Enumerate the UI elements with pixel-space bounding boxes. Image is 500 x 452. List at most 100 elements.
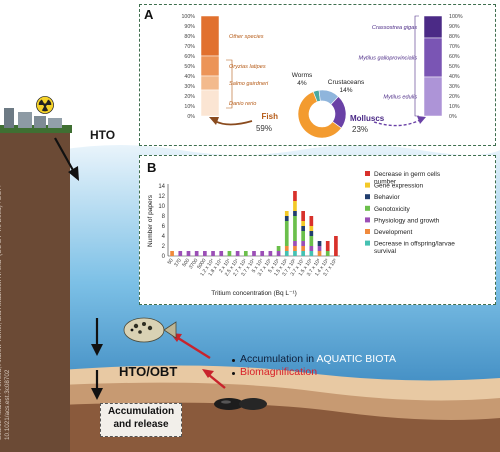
mollusc-bar-tick-label: 90% <box>449 24 460 30</box>
bar-segment <box>260 251 265 256</box>
bar-segment <box>284 221 289 246</box>
panel-a-letter: A <box>144 7 154 22</box>
mollusc-bar-tick-label: 0% <box>449 114 457 120</box>
fish-bar-tick-label: 50% <box>184 64 195 70</box>
bar-segment <box>301 246 305 251</box>
y-axis-title: Number of papers <box>147 194 154 247</box>
bar-segment <box>301 231 305 241</box>
fish-bar-segment-label: Other species <box>229 34 264 40</box>
panel-b-letter: B <box>147 160 157 175</box>
fish-bar-tick-label: 10% <box>184 104 195 110</box>
fish-bar-tick-label: 0% <box>187 114 195 120</box>
mollusc-bar-segment-label: Mytilus edulis <box>383 95 417 101</box>
bar-segment <box>170 251 174 256</box>
bar-segment <box>325 251 330 256</box>
donut-label-fish: Fish <box>262 112 279 121</box>
fish-bracket <box>226 59 233 109</box>
bar-segment <box>268 251 273 256</box>
donut-label-crustaceans: Crustaceans <box>328 79 365 86</box>
legend-swatch <box>365 217 370 223</box>
fish-bar-tick-label: 20% <box>184 94 195 100</box>
grass-strip <box>0 125 72 133</box>
bar-segment <box>293 211 297 216</box>
donut-label-worms: Worms <box>292 72 313 79</box>
fish-bar-segment-label: Danio rerio <box>229 101 256 107</box>
y-tick-label: 0 <box>162 254 166 260</box>
x-tick-label: 370 <box>173 258 183 268</box>
bar-segment <box>317 241 322 246</box>
mollusc-bar-segment <box>423 76 443 117</box>
pufferfish-icon <box>123 317 177 343</box>
bar-segment <box>178 251 183 256</box>
x-tick-label: 50 <box>167 258 175 266</box>
cooling-tower <box>4 108 14 128</box>
mollusc-bar-tick-label: 20% <box>449 94 460 100</box>
hto-label: HTO <box>90 128 116 142</box>
bar-segment <box>293 216 297 241</box>
accumulation-release-line-2: and release <box>113 419 169 430</box>
mollusc-bar-segment-label: Mytilus galloprovincialis <box>359 56 418 62</box>
bar-segment <box>309 246 314 251</box>
mollusc-bar-tick-label: 10% <box>449 104 460 110</box>
bar-segment <box>293 191 297 201</box>
donut-label-molluscs: Molluscs <box>350 114 385 123</box>
bar-segment <box>317 251 322 256</box>
bar-segment <box>309 231 314 236</box>
y-tick-label: 6 <box>162 224 166 230</box>
bullet-dot-biota <box>232 359 235 362</box>
mollusc-bar-tick-label: 40% <box>449 74 460 80</box>
fish-bar-tick-label: 40% <box>184 74 195 80</box>
mollusc-bar-tick-label: 80% <box>449 34 460 40</box>
bar-segment <box>203 251 207 256</box>
fish-arrow-head <box>209 117 219 125</box>
y-tick-label: 8 <box>162 214 166 220</box>
bar-segment <box>284 211 289 216</box>
bar-segment <box>301 251 305 256</box>
bar-segment <box>301 221 305 226</box>
mollusc-bar-tick-label: 100% <box>449 14 463 20</box>
legend-swatch <box>365 182 370 188</box>
legend-label: Development <box>374 229 412 236</box>
x-tick-label: 3700 <box>188 258 199 271</box>
mollusc-bar-tick-label: 70% <box>449 44 460 50</box>
bar-segment <box>211 251 215 256</box>
bar-segment <box>325 241 330 251</box>
fish-bar-tick-label: 70% <box>184 44 195 50</box>
x-tick-label: 500 <box>181 258 191 268</box>
fish-bar-tick-label: 60% <box>184 54 195 60</box>
legend-label: Physiology and growth <box>374 217 440 224</box>
radiation-icon <box>36 96 54 114</box>
mollusc-arrow-head <box>417 116 426 124</box>
mollusc-bar-segment-label: Crassostrea gigas <box>372 25 417 31</box>
fish-bar-tick-label: 80% <box>184 34 195 40</box>
legend-swatch <box>365 171 370 176</box>
bar-segment <box>219 251 224 256</box>
fish-bar-segment <box>200 89 220 117</box>
legend-swatch <box>365 205 370 211</box>
biomagnification-label: Biomagnification <box>240 366 318 378</box>
bar-segment <box>317 246 322 251</box>
legend-swatch <box>365 240 370 246</box>
hto-obt-label: HTO/OBT <box>119 364 178 379</box>
bar-segment <box>301 241 305 246</box>
legend-label: Behavior <box>374 194 400 201</box>
legend-swatch <box>365 229 370 234</box>
bar-segment <box>194 251 199 256</box>
fish-bar-tick-label: 100% <box>181 14 195 20</box>
donut-pct-molluscs: 23% <box>352 125 368 134</box>
mollusc-bar-tick-label: 60% <box>449 54 460 60</box>
fish-bar-segment-label: Oryzias latipes <box>229 64 266 70</box>
donut-slice-fish <box>297 91 342 139</box>
bar-segment <box>227 251 232 256</box>
legend-label: Gene expression <box>374 183 424 190</box>
y-tick-label: 4 <box>162 234 166 240</box>
y-tick-label: 12 <box>158 194 165 200</box>
bar-segment <box>284 251 289 256</box>
y-tick-label: 2 <box>162 244 166 250</box>
bullet-dot-biomag <box>232 372 235 375</box>
